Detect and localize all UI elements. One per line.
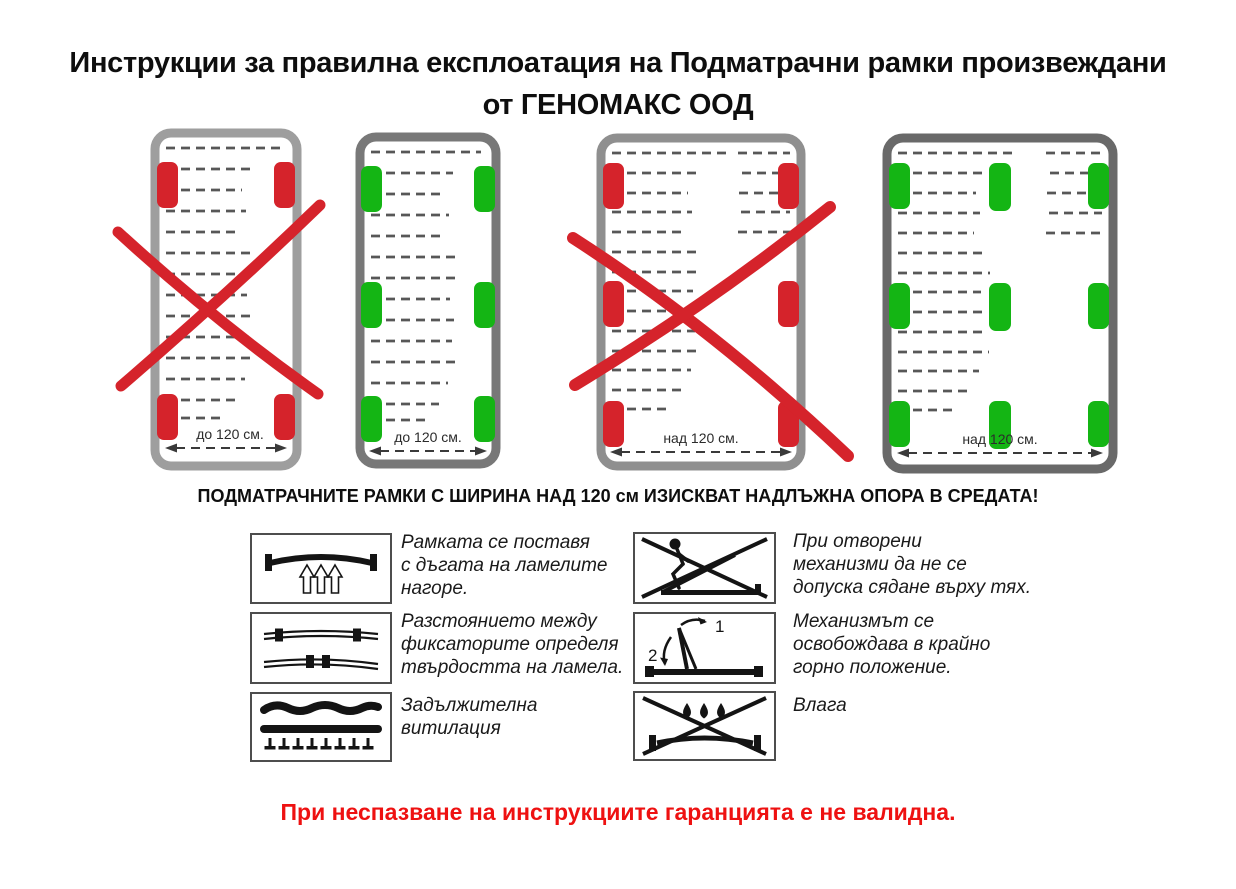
frame-narrow-wrong-diagram: до 120 см.	[150, 128, 302, 471]
warranty-warning: При неспазване на инструкциите гаранцият…	[280, 799, 956, 825]
leg-indicators	[157, 162, 295, 440]
frame-wide-correct-diagram: над 120 см.	[882, 133, 1118, 474]
page-title: Инструкции за правилна експлоатация на П…	[0, 42, 1236, 126]
slats-left	[898, 151, 1014, 412]
slats	[371, 150, 481, 422]
frame-narrow-correct-diagram: до 120 см.	[355, 132, 501, 469]
width-arrow	[897, 448, 1103, 458]
legend-item-no-moisture	[633, 691, 776, 761]
ventilation-icon	[260, 701, 382, 750]
legend-item-no-sitting	[633, 532, 776, 604]
frame-wide-wrong-diagram: над 120 см.	[596, 133, 806, 471]
bow-up-icon	[265, 554, 377, 594]
legend-item-ventilation	[250, 692, 392, 762]
slat-fixators-icon	[263, 628, 379, 671]
step-1-label: 1	[715, 617, 724, 636]
step-2-label: 2	[648, 646, 657, 665]
width-label: до 120 см.	[196, 426, 264, 442]
legend-item-fixators	[250, 612, 392, 684]
title-line-1: Инструкции за правилна експлоатация на П…	[69, 47, 1167, 79]
width-label: до 120 см.	[394, 429, 462, 445]
instruction-text: Влага	[793, 695, 847, 716]
release-top-position-icon: 1 2	[645, 617, 763, 677]
frames-diagram: до 120 см. до 120 см.	[112, 128, 1118, 474]
instruction-text: Рамката се поставя с дъгата на ламелите …	[401, 532, 608, 599]
instruction-text: Задължителна витилация	[401, 695, 538, 739]
legend-item-release-mechanism: 1 2	[633, 612, 776, 684]
title-line-2: от ГЕНОМАКС ООД	[482, 89, 754, 121]
frame-border	[596, 133, 806, 471]
no-sitting-on-open-mechanism-icon	[641, 537, 768, 599]
width-label: над 120 см.	[962, 431, 1037, 447]
leg-indicators	[889, 163, 1109, 449]
legend-item-frame-orientation	[250, 533, 392, 604]
width-arrow	[369, 446, 487, 456]
instruction-text: Разстоянието между фиксаторите определя …	[401, 611, 624, 678]
instruction-text: При отворени механизми да не се допуска …	[793, 531, 1031, 598]
width-arrow	[165, 443, 287, 453]
width-label: над 120 см.	[663, 430, 738, 446]
no-moisture-icon	[642, 696, 767, 756]
leg-indicators	[361, 166, 495, 442]
slats-right	[738, 151, 790, 234]
width-requirement-note: ПОДМАТРАЧНИТЕ РАМКИ С ШИРИНА НАД 120 см …	[197, 486, 1039, 506]
instruction-text: Механизмът се освобождава в крайно горно…	[793, 611, 991, 678]
